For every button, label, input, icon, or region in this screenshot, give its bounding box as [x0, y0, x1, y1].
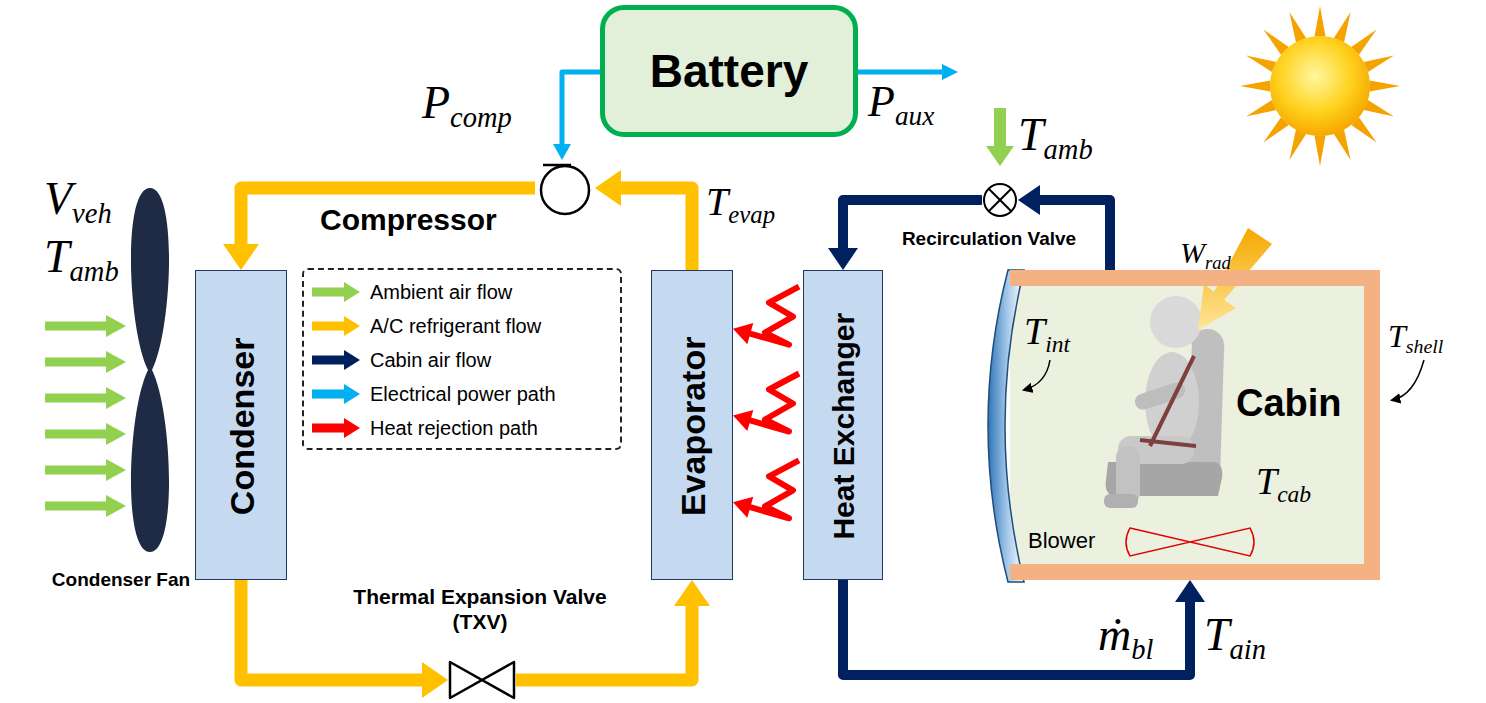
compressor-symbol-shape [535, 160, 595, 216]
fresh-air-arrow [994, 108, 1006, 148]
flow-connector [843, 580, 1205, 675]
leader-line [1024, 360, 1050, 390]
flow-connector [223, 188, 535, 270]
compressor-symbol: Compressor [535, 160, 595, 216]
legend-arrow [310, 416, 362, 440]
aux-power-arrowhead [942, 64, 958, 80]
node-title: Cabin [1236, 382, 1342, 425]
temperature-symbol: Tain [1204, 612, 1266, 665]
power-symbol: Paux [868, 80, 934, 130]
flow-connector [733, 460, 799, 518]
node-title: Heat Exchanger [828, 281, 860, 571]
mass-flow-symbol: ṁbl [1098, 612, 1153, 665]
blower-fan [1126, 528, 1254, 556]
legend-row: A/C refrigerant flow [310, 312, 541, 340]
legend-row: Electrical power path [310, 380, 556, 408]
temperature-symbol: Tevap [706, 182, 775, 228]
node-label: Thermal Expansion Valve (TXV) [330, 584, 630, 634]
legend-box: Ambient air flowA/C refrigerant flowCabi… [302, 268, 622, 450]
legend-row: Ambient air flow [310, 278, 512, 306]
part-label: Condenser Fan [46, 568, 196, 593]
legend-arrow [310, 382, 362, 406]
speed-symbol: Vveh [44, 176, 112, 229]
sun [1240, 6, 1400, 166]
legend-text: Ambient air flow [370, 281, 512, 304]
temperature-symbol: Tint [1024, 312, 1070, 356]
expansion-valve-shape [448, 660, 516, 700]
flow-connector [733, 287, 799, 345]
passenger-figure [1104, 296, 1224, 508]
aux-power-line [858, 70, 944, 75]
node-title: Battery [650, 44, 809, 98]
node-title: Condenser [224, 281, 261, 571]
temperature-symbol: Tshell [1388, 320, 1443, 357]
heat-exchanger-box: Heat Exchanger [803, 270, 883, 580]
node-label: Compressor [320, 202, 497, 238]
legend-text: Heat rejection path [370, 417, 538, 440]
node-title: Evaporator [675, 281, 712, 571]
legend-text: A/C refrigerant flow [370, 315, 541, 338]
leader-line [1392, 360, 1424, 400]
power-symbol: Pcomp [422, 80, 512, 133]
cabin-interior [1010, 270, 1380, 580]
radiation-symbol: Wrad [1180, 238, 1231, 273]
recirculation-valve: Recirculation Valve [982, 182, 1018, 218]
temperature-symbol: Tamb [44, 234, 119, 287]
flow-connector [595, 170, 692, 270]
legend-text: Cabin air flow [370, 349, 491, 372]
expansion-valve: Thermal Expansion Valve (TXV) [448, 660, 516, 700]
node-label: Recirculation Valve [864, 228, 1114, 251]
condenser-fan [131, 188, 169, 552]
legend-text: Electrical power path [370, 383, 556, 406]
flow-connector [553, 72, 600, 160]
legend-arrow [310, 348, 362, 372]
condenser-box: Condenser [195, 270, 287, 580]
evaporator-box: Evaporator [651, 270, 733, 580]
fresh-air-arrowhead [986, 146, 1014, 166]
windshield [988, 270, 1024, 582]
flow-connector [1018, 185, 1110, 270]
legend-row: Cabin air flow [310, 346, 491, 374]
temperature-symbol: Tamb [1018, 112, 1093, 165]
legend-arrow [310, 280, 362, 304]
legend-row: Heat rejection path [310, 414, 538, 442]
recirculation-valve-shape [982, 182, 1018, 218]
temperature-symbol: Tcab [1256, 462, 1311, 506]
flow-connector [733, 374, 799, 432]
legend-arrow [310, 314, 362, 338]
ambient-air-arrows [45, 315, 126, 517]
part-label: Blower [1028, 528, 1095, 554]
battery-box: Battery [600, 5, 858, 137]
